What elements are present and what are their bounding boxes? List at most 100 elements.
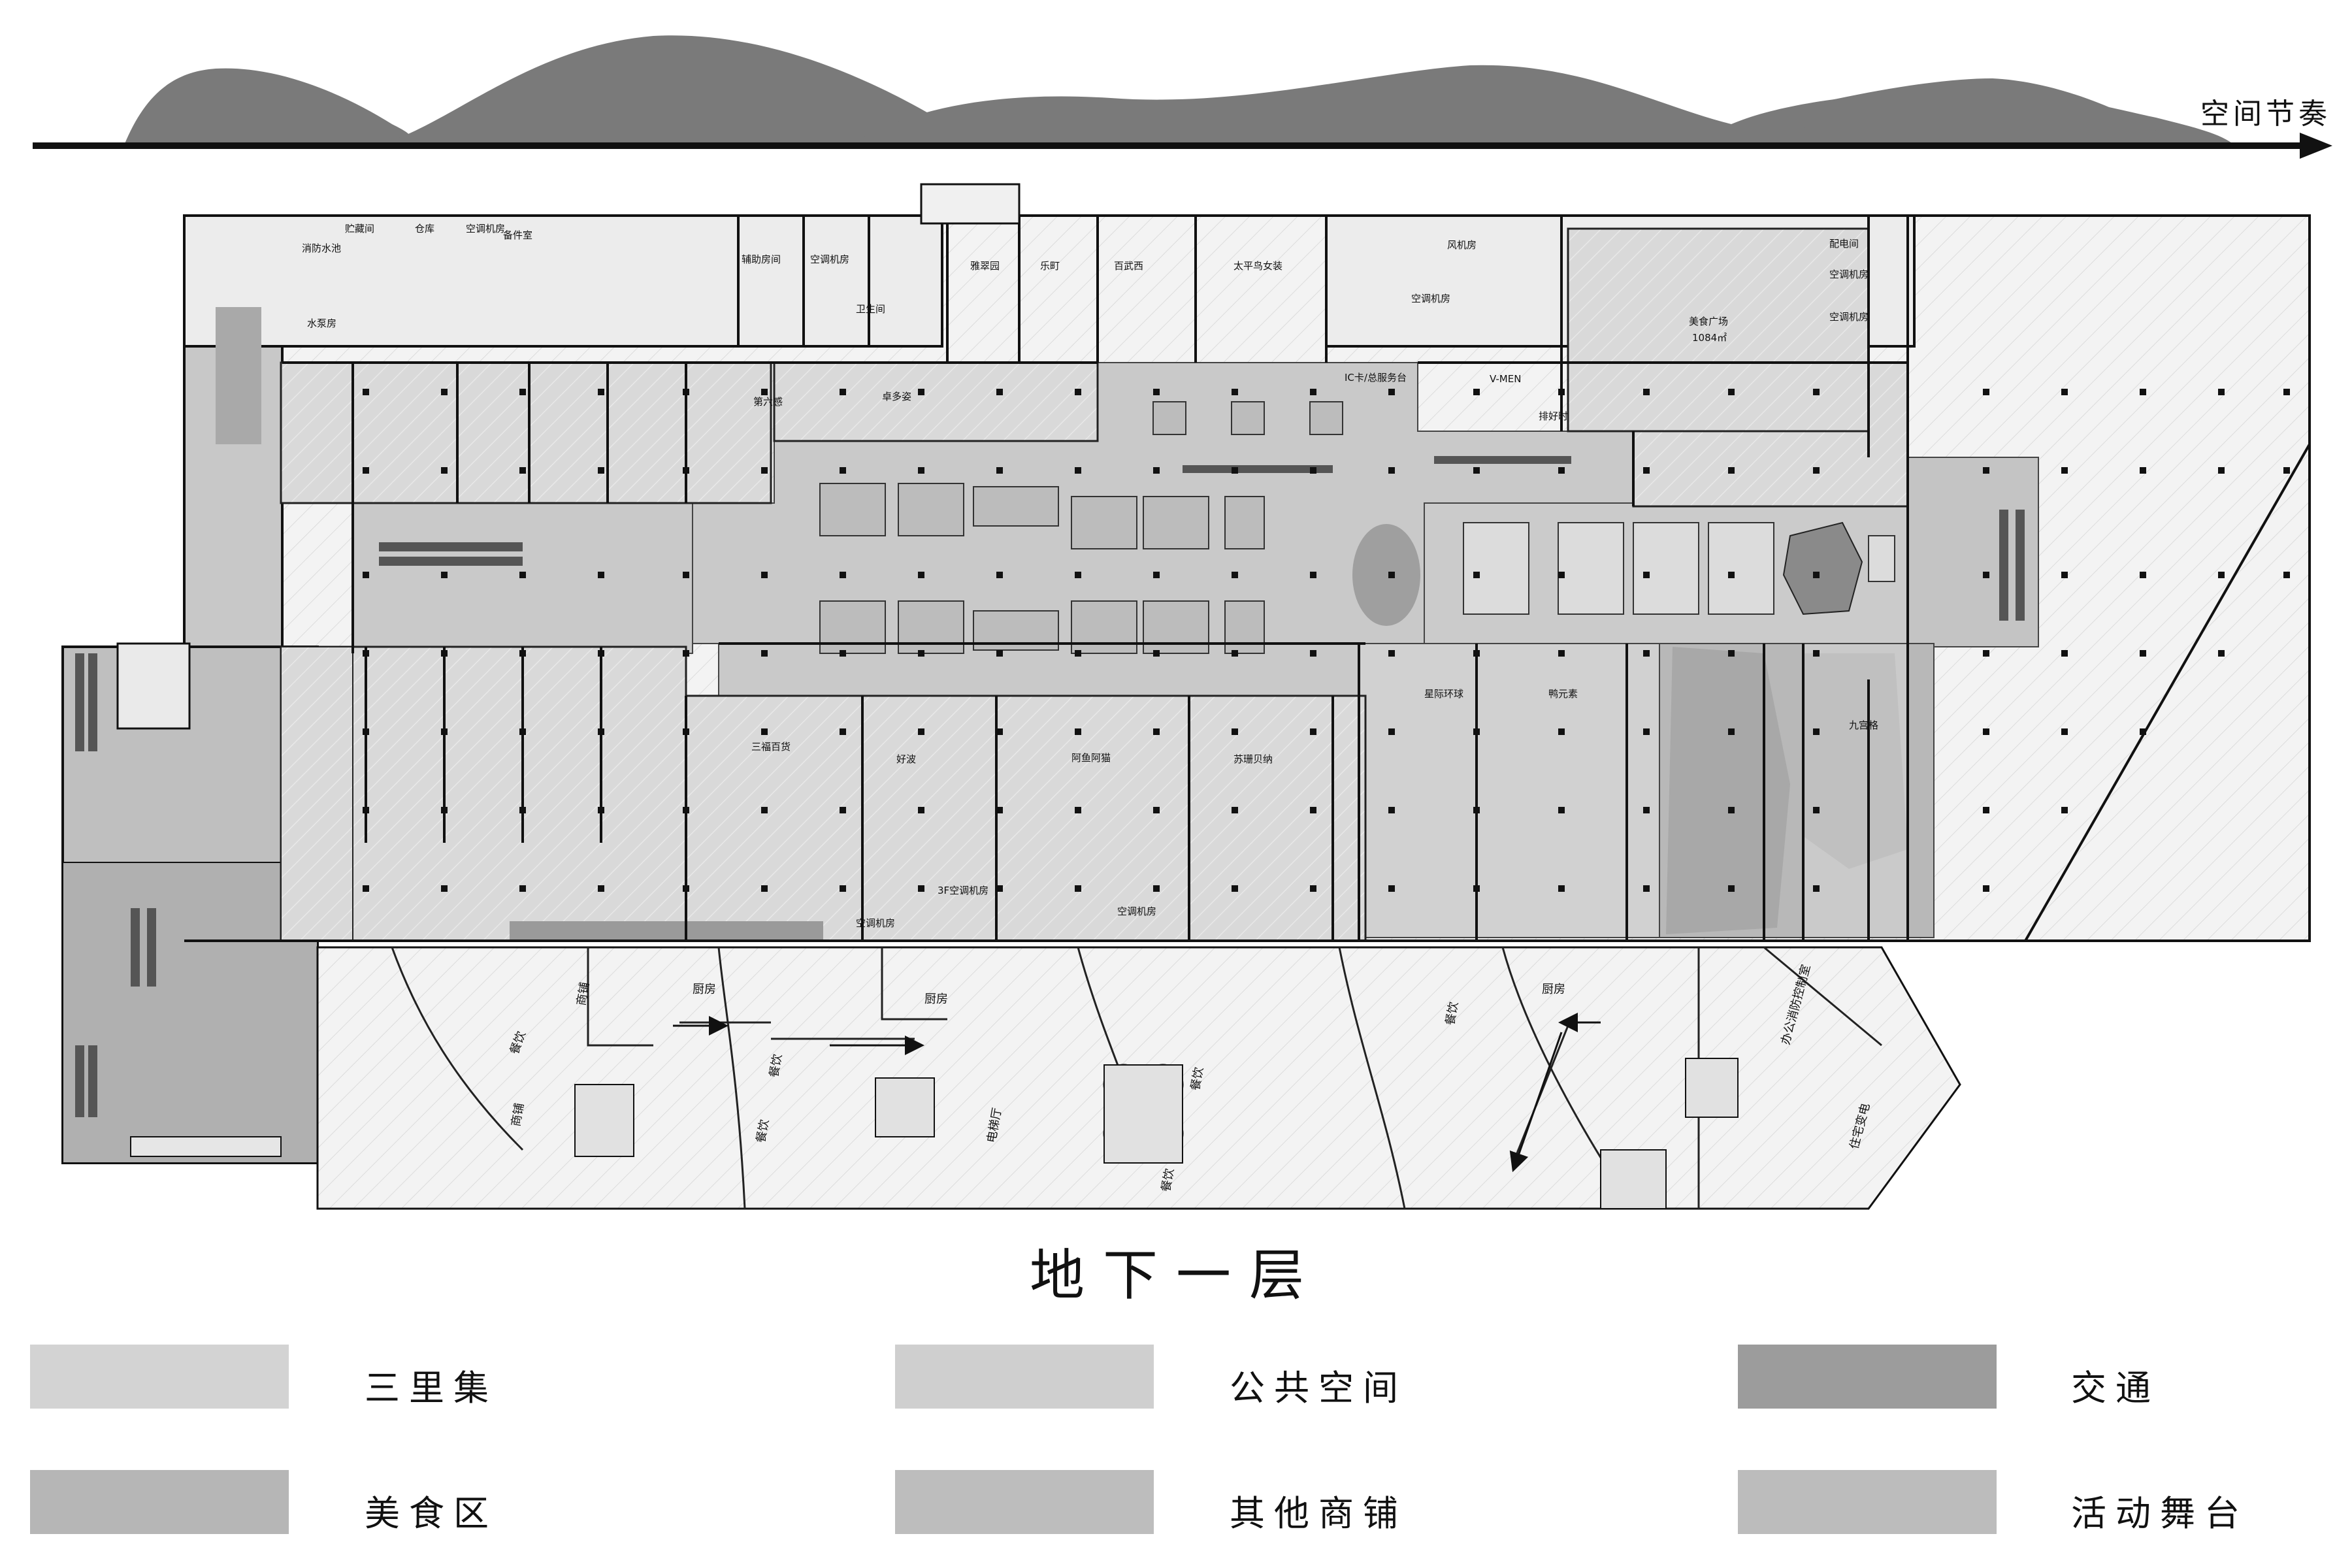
room-label: 消防水池 bbox=[302, 242, 341, 254]
circulation-arrows bbox=[673, 1013, 1601, 1173]
column bbox=[996, 389, 1003, 395]
room-label: 卫生间 bbox=[856, 303, 885, 315]
column bbox=[1728, 728, 1735, 735]
column bbox=[1983, 650, 1989, 657]
southwest-stair bbox=[116, 642, 191, 730]
column bbox=[1388, 728, 1395, 735]
room-label: 配电间 bbox=[1829, 238, 1859, 250]
column bbox=[996, 807, 1003, 813]
legend-swatch bbox=[895, 1470, 1154, 1534]
rhythm-label: 空间节奏 bbox=[2200, 97, 2331, 131]
column bbox=[1232, 467, 1238, 474]
column bbox=[1813, 728, 1820, 735]
column bbox=[1728, 650, 1735, 657]
column bbox=[2140, 650, 2146, 657]
column bbox=[1643, 728, 1650, 735]
room-label: 厨房 bbox=[924, 992, 948, 1006]
column bbox=[1075, 389, 1081, 395]
column bbox=[1310, 467, 1316, 474]
column bbox=[363, 572, 369, 578]
column bbox=[1643, 807, 1650, 813]
column bbox=[840, 728, 846, 735]
column bbox=[598, 467, 604, 474]
retail-zone-south bbox=[685, 694, 1367, 942]
column bbox=[1813, 807, 1820, 813]
room-label: 第六感 bbox=[753, 396, 783, 408]
column bbox=[519, 467, 526, 474]
retail-zone-north bbox=[773, 361, 1099, 442]
column bbox=[598, 885, 604, 892]
column bbox=[2140, 728, 2146, 735]
plan-southwest-lobby bbox=[62, 862, 318, 1164]
room-label: 厨房 bbox=[1542, 983, 1565, 996]
column bbox=[1983, 467, 1989, 474]
column bbox=[1643, 885, 1650, 892]
column bbox=[519, 389, 526, 395]
stage-ellipse bbox=[1352, 524, 1420, 626]
room-label: 排好时 bbox=[1539, 410, 1568, 422]
stage-kiosk-group bbox=[1463, 522, 1774, 615]
column bbox=[2140, 572, 2146, 578]
column bbox=[918, 389, 924, 395]
column bbox=[1153, 572, 1160, 578]
room-label: 空调机房 bbox=[1117, 906, 1156, 917]
legend-swatch bbox=[30, 1345, 289, 1409]
column bbox=[1310, 728, 1316, 735]
column bbox=[1558, 807, 1565, 813]
food-zone bbox=[1358, 643, 1660, 938]
column bbox=[1232, 572, 1238, 578]
column bbox=[1558, 650, 1565, 657]
column bbox=[1310, 389, 1316, 395]
room-label: 空调机房 bbox=[1411, 293, 1450, 304]
room-label: 贮藏间 bbox=[345, 223, 374, 235]
room-label: 3F空调机房 bbox=[938, 885, 988, 896]
column bbox=[1728, 885, 1735, 892]
column bbox=[2061, 467, 2068, 474]
legend-label: 美食区 bbox=[365, 1493, 498, 1534]
column bbox=[1983, 389, 1989, 395]
column bbox=[996, 572, 1003, 578]
column bbox=[1075, 650, 1081, 657]
room-label: 空调机房 bbox=[856, 917, 895, 929]
room-label: 阿鱼阿猫 bbox=[1071, 752, 1111, 764]
north-stair bbox=[920, 183, 1021, 225]
column bbox=[519, 885, 526, 892]
column bbox=[996, 467, 1003, 474]
column bbox=[1813, 650, 1820, 657]
column bbox=[2061, 650, 2068, 657]
column bbox=[1075, 807, 1081, 813]
activity-irregular bbox=[1803, 653, 1908, 869]
column bbox=[840, 572, 846, 578]
column bbox=[1232, 807, 1238, 813]
legend-label: 公共空间 bbox=[1230, 1367, 1407, 1409]
column bbox=[2140, 389, 2146, 395]
column bbox=[519, 572, 526, 578]
column bbox=[2218, 572, 2225, 578]
column bbox=[1558, 467, 1565, 474]
column bbox=[2218, 389, 2225, 395]
column bbox=[1388, 885, 1395, 892]
column bbox=[2061, 572, 2068, 578]
room-label: 雅翠园 bbox=[970, 260, 1000, 272]
legend-swatch bbox=[30, 1470, 289, 1534]
column bbox=[1643, 389, 1650, 395]
legend-swatch bbox=[1738, 1345, 1997, 1409]
retail-zone-north bbox=[280, 361, 772, 504]
column bbox=[2283, 389, 2290, 395]
column bbox=[1813, 389, 1820, 395]
column bbox=[441, 572, 448, 578]
column bbox=[761, 650, 768, 657]
column bbox=[1388, 389, 1395, 395]
column bbox=[1153, 389, 1160, 395]
legend-label: 三里集 bbox=[365, 1367, 498, 1409]
stage-screen bbox=[1868, 535, 1895, 582]
column bbox=[1558, 885, 1565, 892]
column bbox=[363, 389, 369, 395]
room-label: 厨房 bbox=[693, 983, 716, 996]
column bbox=[1643, 572, 1650, 578]
column bbox=[1983, 807, 1989, 813]
column bbox=[918, 572, 924, 578]
room-label: 鸭元素 bbox=[1548, 688, 1578, 700]
room-label: 空调机房 bbox=[466, 223, 505, 235]
